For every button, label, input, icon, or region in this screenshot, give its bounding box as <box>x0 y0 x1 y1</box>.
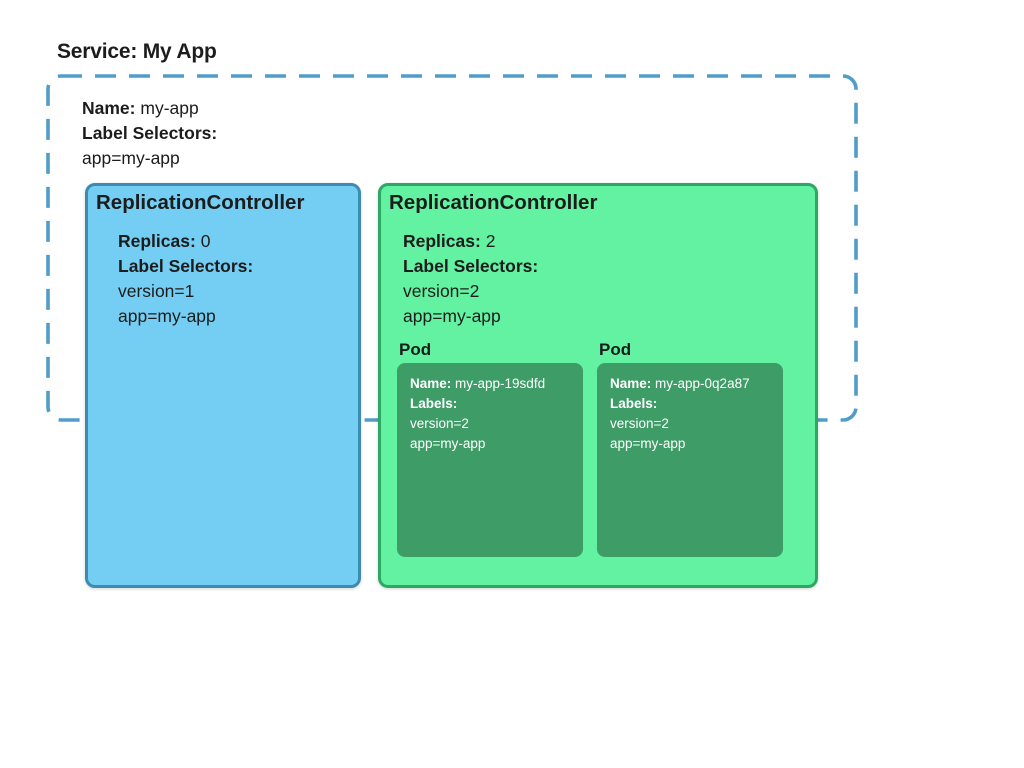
rc1-title: ReplicationController <box>96 191 305 214</box>
service-title: Service: My App <box>57 40 217 63</box>
rc1-selectors-heading: Label Selectors: <box>118 254 358 279</box>
pod-2-box: Name: my-app-0q2a87 Labels: version=2 ap… <box>597 363 783 557</box>
rc1-selector-version: version=1 <box>118 281 195 301</box>
pod-1-box: Name: my-app-19sdfd Labels: version=2 ap… <box>397 363 583 557</box>
pod-1-labels-label: Labels: <box>410 396 458 411</box>
service-selectors-heading: Label Selectors: <box>82 121 217 146</box>
rc2-selector-app: app=my-app <box>403 306 501 326</box>
replication-controller-v1-box: ReplicationController Replicas: 0 Label … <box>85 183 361 588</box>
rc2-selectors-label: Label Selectors: <box>403 256 539 276</box>
service-name-line: Name: my-app <box>82 96 217 121</box>
service-info: Name: my-app Label Selectors: app=my-app <box>82 96 217 171</box>
pod-1-labels-heading: Labels: <box>410 394 575 414</box>
rc1-selector-app: app=my-app <box>118 306 216 326</box>
pod-2-name-line: Name: my-app-0q2a87 <box>610 374 775 394</box>
rc2-selector-version: version=2 <box>403 281 480 301</box>
pod-2-name-label: Name: <box>610 376 652 391</box>
rc2-title: ReplicationController <box>389 191 598 214</box>
service-selector-app: app=my-app <box>82 148 180 168</box>
pod-2-label: Pod <box>599 340 632 359</box>
pod-2: Pod Name: my-app-0q2a87 Labels: version=… <box>597 339 783 557</box>
pod-2-label-app: app=my-app <box>610 436 686 451</box>
pod-1-name-label: Name: <box>410 376 452 391</box>
rc2-details: Replicas: 2 Label Selectors: version=2 a… <box>403 229 815 329</box>
rc2-replicas-label: Replicas: <box>403 231 481 251</box>
pod-2-labels-heading: Labels: <box>610 394 775 414</box>
service-name-label: Name: <box>82 98 136 118</box>
pod-1-name-value: my-app-19sdfd <box>455 376 546 391</box>
pod-2-labels-label: Labels: <box>610 396 658 411</box>
pod-2-label-version: version=2 <box>610 416 669 431</box>
pod-2-name-value: my-app-0q2a87 <box>655 376 750 391</box>
pod-1: Pod Name: my-app-19sdfd Labels: version=… <box>397 339 583 557</box>
rc1-replicas-line: Replicas: 0 <box>118 229 358 254</box>
pod-1-label-version: version=2 <box>410 416 469 431</box>
pod-1-label-app: app=my-app <box>410 436 486 451</box>
pod-1-label: Pod <box>399 340 432 359</box>
rc2-replicas-value: 2 <box>485 231 496 251</box>
service-selectors-label: Label Selectors: <box>82 123 218 143</box>
rc1-replicas-label: Replicas: <box>118 231 196 251</box>
pod-1-name-line: Name: my-app-19sdfd <box>410 374 575 394</box>
rc2-replicas-line: Replicas: 2 <box>403 229 815 254</box>
rc1-replicas-value: 0 <box>200 231 211 251</box>
rc2-selectors-heading: Label Selectors: <box>403 254 815 279</box>
rc1-selectors-label: Label Selectors: <box>118 256 254 276</box>
service-name-value: my-app <box>140 98 199 118</box>
replication-controller-v2-box: ReplicationController Replicas: 2 Label … <box>378 183 818 588</box>
rc1-details: Replicas: 0 Label Selectors: version=1 a… <box>118 229 358 329</box>
